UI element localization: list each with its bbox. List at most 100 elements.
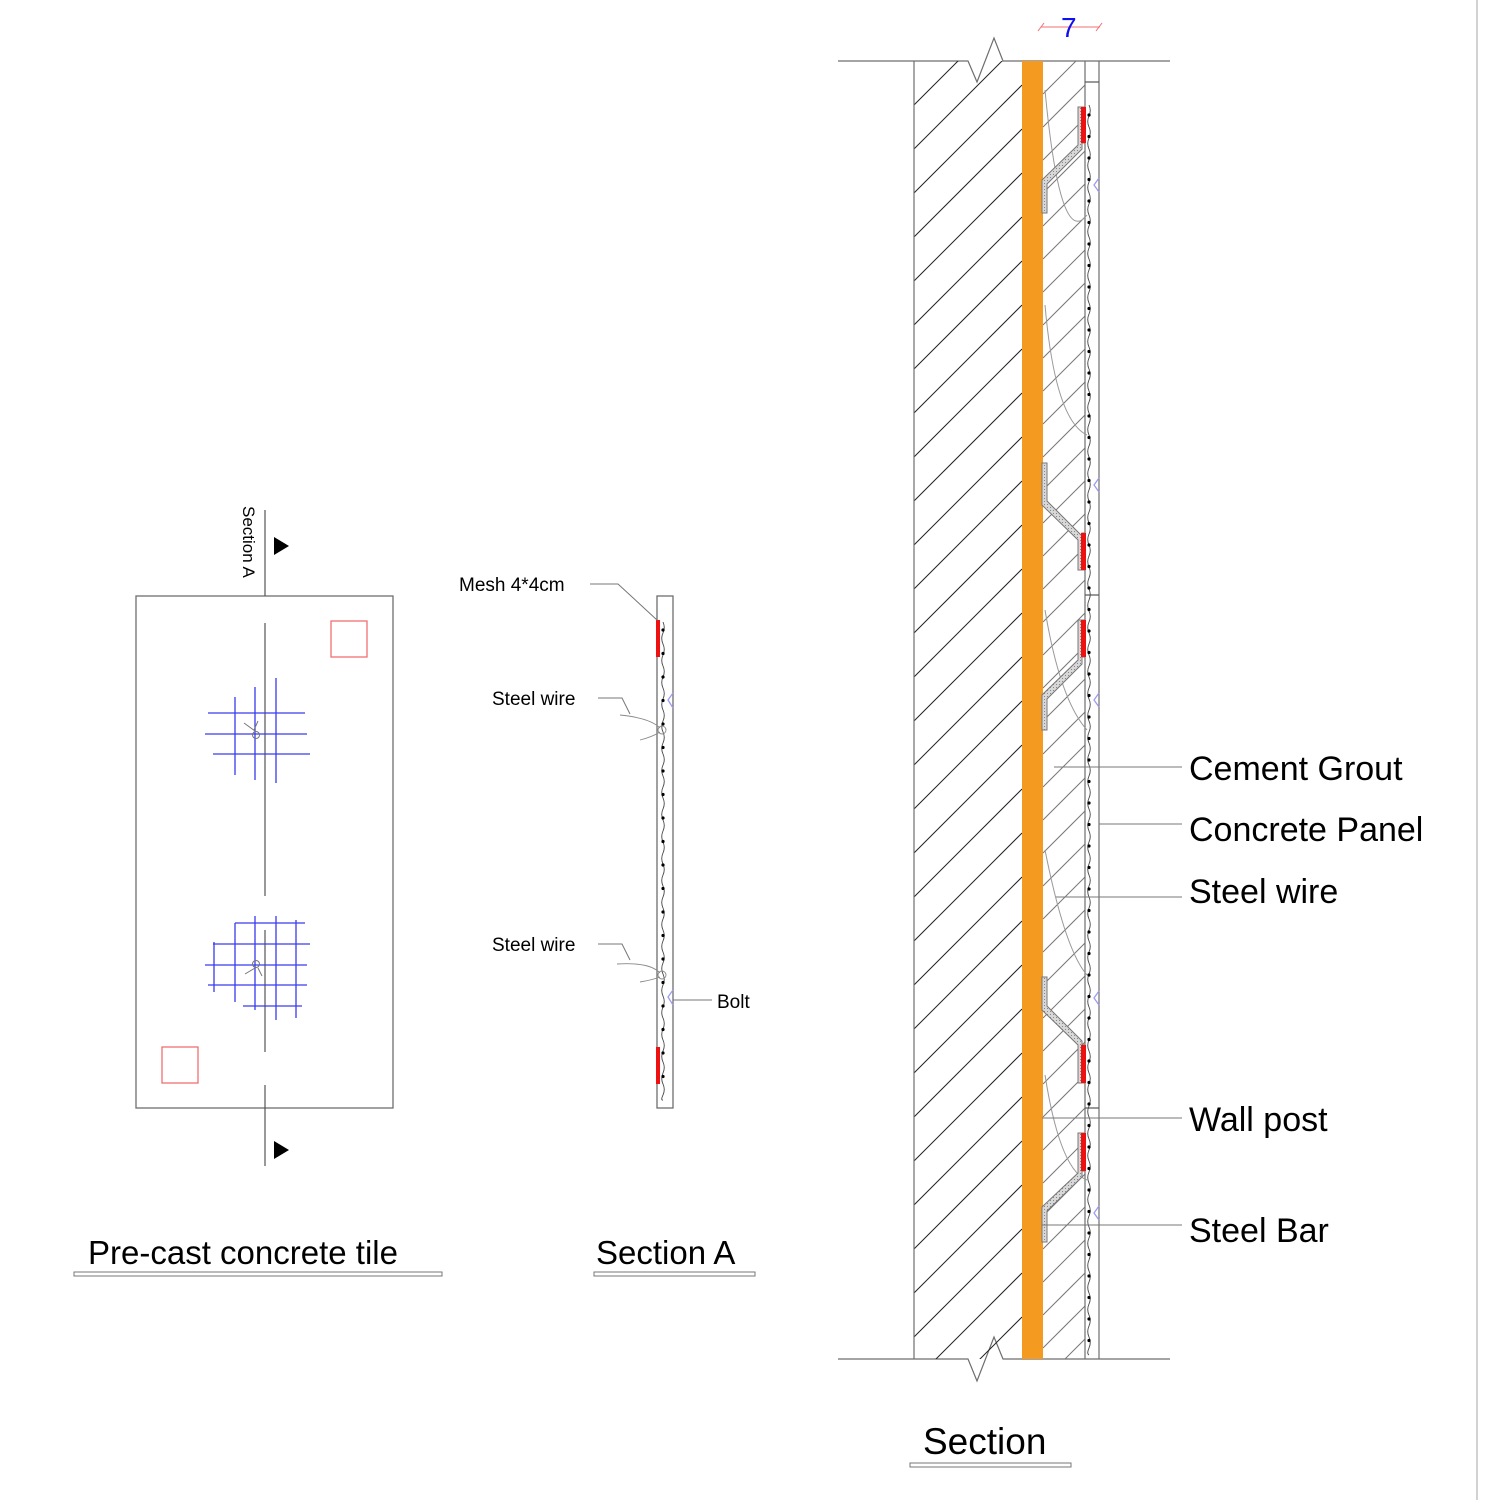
wire-dot [661, 628, 665, 632]
callout-steel-wire-1: Steel wire [492, 689, 575, 710]
mesh-wire-wavy [1087, 104, 1091, 1356]
wire-dot [1087, 1102, 1091, 1106]
hatch-line [914, 436, 1022, 546]
hatch-line [1043, 1239, 1085, 1283]
wire-dot [1087, 1274, 1091, 1278]
wire-dot [661, 839, 665, 844]
wire-dot [661, 886, 665, 891]
steel-wire-knot-icon [243, 720, 260, 739]
hatch-line [914, 964, 1022, 1074]
hatch-line [914, 920, 1022, 1030]
steel-wire-knot-icon [244, 960, 263, 977]
section-marker-label: Section A [239, 506, 258, 578]
red-anchor-plate [1081, 1045, 1086, 1083]
bolt-icon [1093, 177, 1100, 193]
wire-dot [1087, 285, 1091, 289]
wire-dot [1087, 414, 1091, 418]
wire-dot [1087, 736, 1091, 741]
hatch-line [914, 61, 915, 62]
hatch-line [914, 568, 1022, 678]
steel-wire-curves [1044, 89, 1088, 1181]
hatch-line [1043, 579, 1085, 623]
hatch-line [1043, 315, 1085, 359]
wire-dot [661, 769, 665, 773]
hatch-line [1043, 678, 1085, 722]
hatch-line [1043, 843, 1085, 887]
bolt-icon [1093, 1205, 1100, 1221]
wire-dot [661, 675, 665, 679]
wire-dot [1087, 951, 1091, 956]
wire-dot [1087, 650, 1091, 655]
hatch-line [1043, 1107, 1085, 1151]
hatch-line [1043, 876, 1085, 920]
wire-dot [1087, 607, 1091, 612]
hatch-line [914, 1228, 1022, 1338]
hatch-line [914, 260, 1022, 370]
callout-bolt: Bolt [717, 992, 750, 1013]
bolt-icon [1093, 990, 1100, 1006]
wire-dot [1087, 134, 1091, 139]
hatch-line [1043, 1206, 1085, 1250]
red-anchor-plate [656, 620, 660, 657]
hatch-line [914, 172, 1022, 282]
callout-steel-wire-2: Steel wire [492, 935, 575, 956]
wire-dot [1087, 1317, 1091, 1321]
section-view: 7 [838, 12, 1423, 1468]
wire-dot [1087, 801, 1091, 805]
wire-dot [1087, 564, 1091, 569]
dimension-marker [1037, 22, 1103, 32]
hatch-line [1043, 711, 1085, 755]
steel-bar [1041, 1132, 1086, 1243]
hatch-line [914, 216, 1022, 326]
hatch-line [914, 1008, 1022, 1118]
wire-dot [1087, 1123, 1091, 1128]
hatch-line [1043, 381, 1085, 425]
wire-dot [1087, 263, 1091, 268]
wire-dot [1087, 586, 1091, 590]
title-underline [909, 1462, 1072, 1468]
callout-leader-lines [590, 583, 712, 1001]
hatch-line [914, 1184, 1022, 1294]
wire-dot [1087, 908, 1091, 913]
hatch-line [914, 656, 1022, 766]
wire-dot [1087, 1145, 1091, 1149]
wire-dot [1087, 672, 1091, 676]
hatch-line [914, 348, 1022, 458]
hatch-line [1043, 480, 1085, 524]
wire-dot [661, 1074, 665, 1079]
mesh-wire-dots [1087, 113, 1091, 1343]
hatch-line [914, 61, 959, 106]
section-arrow-icon [274, 537, 289, 555]
hatch-line [914, 1052, 1022, 1162]
hatch-line [979, 1316, 1022, 1359]
steel-bar [1041, 462, 1086, 571]
wire-dot [1087, 758, 1091, 762]
hatch-line [1043, 1272, 1085, 1316]
bolt-icon [667, 692, 674, 709]
wire-dot [661, 698, 665, 703]
title-underline [73, 1271, 443, 1277]
wire-dot [1087, 392, 1091, 397]
wire-dot [661, 863, 665, 867]
wire-dot [1087, 328, 1091, 332]
wire-dot [1087, 1338, 1091, 1343]
wire-dot [1087, 543, 1091, 547]
wire-dot [661, 651, 665, 656]
callout-steel-bar: Steel Bar [1189, 1212, 1329, 1250]
steel-bar-body [1041, 976, 1086, 1084]
steel-bar-body [1041, 462, 1086, 571]
wire-dot [661, 1051, 665, 1055]
dimension-value: 7 [1061, 12, 1077, 43]
hatch-line [1043, 414, 1085, 458]
hatch-line [914, 788, 1022, 898]
hatch-line [914, 392, 1022, 502]
steel-bars [1041, 106, 1086, 1243]
hatch-line [914, 1096, 1022, 1206]
bolt-icon [1093, 692, 1100, 708]
hatch-line [914, 612, 1022, 722]
red-anchor-plate [1081, 1133, 1086, 1171]
hatch-line [1043, 513, 1085, 557]
wire-dot [1087, 435, 1091, 440]
section-arrow-icon [274, 1141, 289, 1159]
bolt-icon [667, 989, 674, 1006]
